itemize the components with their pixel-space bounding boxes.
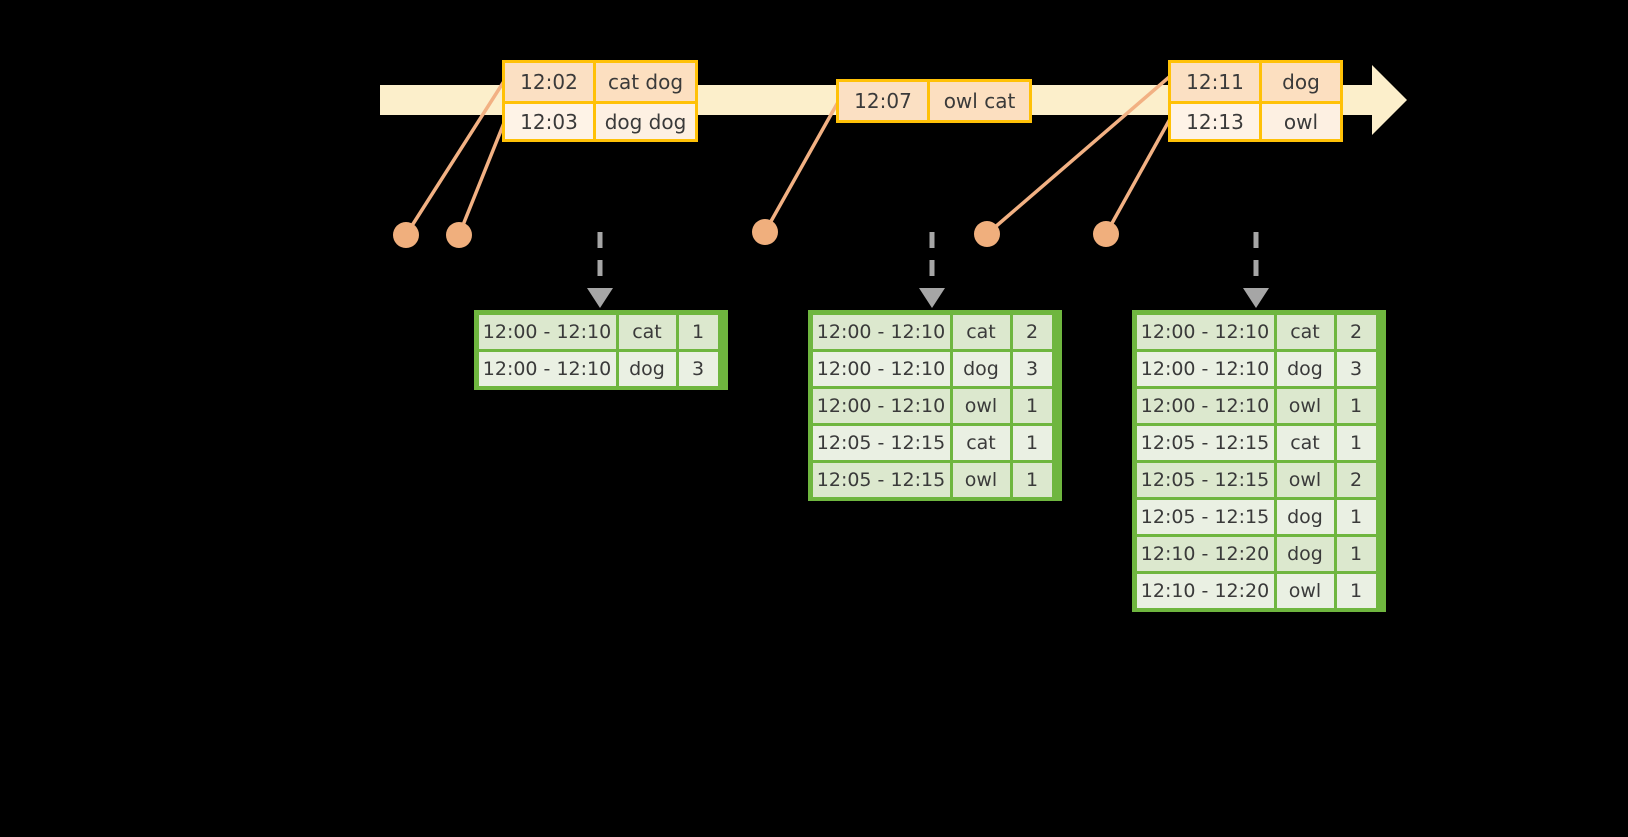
connector-line-5 xyxy=(1104,109,1177,235)
key-cell: dog xyxy=(618,351,676,386)
key-cell: dog xyxy=(1276,499,1334,534)
count-cell: 1 xyxy=(1012,388,1052,423)
key-cell: cat xyxy=(618,314,676,349)
event-timestamp: 12:11 xyxy=(1171,63,1259,101)
window-cell: 12:00 - 12:10 xyxy=(478,314,616,349)
window-cell: 12:00 - 12:10 xyxy=(1136,314,1274,349)
window-cell: 12:05 - 12:15 xyxy=(1136,499,1274,534)
key-cell: owl xyxy=(952,462,1010,497)
count-cell: 3 xyxy=(678,351,718,386)
event-payload: owl xyxy=(1259,104,1340,139)
window-cell: 12:05 - 12:15 xyxy=(812,425,950,460)
count-cell: 2 xyxy=(1336,314,1376,349)
event-dot-5 xyxy=(1093,221,1119,247)
connector-line-1 xyxy=(404,74,510,236)
window-cell: 12:10 - 12:20 xyxy=(1136,573,1274,608)
key-cell: cat xyxy=(1276,425,1334,460)
key-cell: dog xyxy=(1276,351,1334,386)
window-cell: 12:00 - 12:10 xyxy=(812,314,950,349)
count-cell: 1 xyxy=(1012,425,1052,460)
key-cell: cat xyxy=(952,314,1010,349)
event-timestamp: 12:03 xyxy=(505,104,593,139)
dashed-arrow-head-3 xyxy=(1243,288,1269,308)
event-timestamp: 12:02 xyxy=(505,63,593,101)
window-cell: 12:10 - 12:20 xyxy=(1136,536,1274,571)
window-cell: 12:05 - 12:15 xyxy=(1136,425,1274,460)
event-payload: dog dog xyxy=(593,104,695,139)
count-cell: 2 xyxy=(1336,462,1376,497)
event-dot-2 xyxy=(446,222,472,248)
count-cell: 1 xyxy=(1336,573,1376,608)
count-cell: 3 xyxy=(1012,351,1052,386)
key-cell: dog xyxy=(952,351,1010,386)
window-cell: 12:05 - 12:15 xyxy=(1136,462,1274,497)
count-cell: 1 xyxy=(678,314,718,349)
count-cell: 1 xyxy=(1336,388,1376,423)
event-payload: dog xyxy=(1259,63,1340,101)
count-cell: 1 xyxy=(1012,462,1052,497)
event-payload: cat dog xyxy=(593,63,695,101)
count-cell: 1 xyxy=(1336,499,1376,534)
event-payload: owl cat xyxy=(927,82,1029,120)
key-cell: cat xyxy=(952,425,1010,460)
key-cell: owl xyxy=(1276,388,1334,423)
window-cell: 12:00 - 12:10 xyxy=(1136,351,1274,386)
event-timestamp: 12:13 xyxy=(1171,104,1259,139)
window-cell: 12:00 - 12:10 xyxy=(478,351,616,386)
dashed-arrow-head-2 xyxy=(919,288,945,308)
event-dot-3 xyxy=(752,219,778,245)
key-cell: owl xyxy=(1276,462,1334,497)
window-cell: 12:05 - 12:15 xyxy=(812,462,950,497)
window-cell: 12:00 - 12:10 xyxy=(812,351,950,386)
key-cell: cat xyxy=(1276,314,1334,349)
key-cell: owl xyxy=(952,388,1010,423)
event-dot-1 xyxy=(393,222,419,248)
count-cell: 2 xyxy=(1012,314,1052,349)
connector-line-2 xyxy=(457,112,510,236)
count-cell: 1 xyxy=(1336,536,1376,571)
count-cell: 3 xyxy=(1336,351,1376,386)
window-cell: 12:00 - 12:10 xyxy=(1136,388,1274,423)
window-cell: 12:00 - 12:10 xyxy=(812,388,950,423)
key-cell: dog xyxy=(1276,536,1334,571)
event-dot-4 xyxy=(974,221,1000,247)
dashed-arrow-head-1 xyxy=(587,288,613,308)
key-cell: owl xyxy=(1276,573,1334,608)
connector-line-3 xyxy=(763,94,844,233)
timeline-arrowhead xyxy=(1372,65,1407,135)
count-cell: 1 xyxy=(1336,425,1376,460)
event-timestamp: 12:07 xyxy=(839,82,927,120)
